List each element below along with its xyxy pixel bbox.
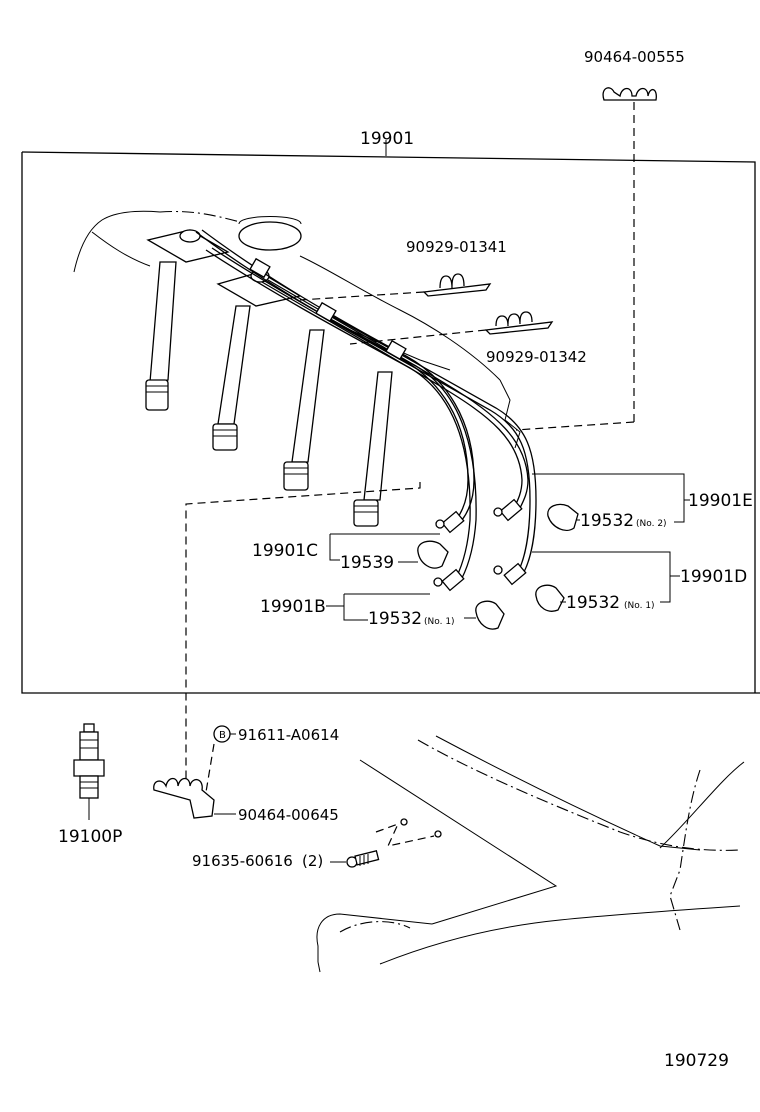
- labels: 19901 90464-00555 90929-01341 90929-0134…: [58, 48, 753, 1071]
- label-90929-01342: 90929-01342: [486, 348, 587, 366]
- label-19901: 19901: [360, 129, 414, 149]
- label-19532-no1-left-note: (No. 1): [424, 617, 455, 627]
- coil-plate-1: [146, 229, 230, 263]
- label-19901E: 19901E: [688, 491, 753, 511]
- clamp-90464-00555-shape: [602, 87, 657, 101]
- label-19532-no1-right-note: (No. 1): [624, 601, 655, 611]
- label-19532-no2: 19532: [580, 511, 634, 531]
- dashed-references: [185, 102, 635, 780]
- bolt-marker-letter: B: [219, 730, 226, 741]
- label-19901B: 19901B: [260, 597, 326, 617]
- clamp-90929-01341-shape: [422, 273, 492, 297]
- label-90464-00645: 90464-00645: [238, 806, 339, 824]
- grommet-19539: [417, 540, 449, 569]
- screw: [346, 818, 442, 868]
- figure-number: 190729: [664, 1051, 729, 1071]
- label-19539: 19539: [340, 553, 394, 573]
- label-91611-A0614: 91611-A0614: [238, 726, 339, 744]
- clamp-90929-01342-shape: [484, 311, 554, 335]
- label-19901C: 19901C: [252, 541, 318, 561]
- engine-bay-outline: [316, 735, 745, 973]
- label-90929-01341: 90929-01341: [406, 238, 507, 256]
- label-90464-00555: 90464-00555: [584, 48, 685, 66]
- boot-no1-right: [535, 584, 565, 612]
- boot-no1-left: [475, 600, 505, 630]
- boot-no2: [547, 503, 579, 531]
- label-19100P: 19100P: [58, 827, 122, 847]
- plug-rods: [145, 261, 393, 527]
- label-19532-no1-right: 19532: [566, 593, 620, 613]
- label-screw-qty: (2): [302, 852, 323, 870]
- label-91635-60616: 91635-60616: [192, 852, 293, 870]
- engine-outline: [73, 210, 521, 449]
- wire-harness: [195, 229, 537, 592]
- label-19532-no1-left: 19532: [368, 609, 422, 629]
- spark-plug: [73, 723, 105, 820]
- label-19901D: 19901D: [680, 567, 747, 587]
- leader-lines: [326, 140, 690, 621]
- label-19532-no2-note: (No. 2): [636, 519, 667, 529]
